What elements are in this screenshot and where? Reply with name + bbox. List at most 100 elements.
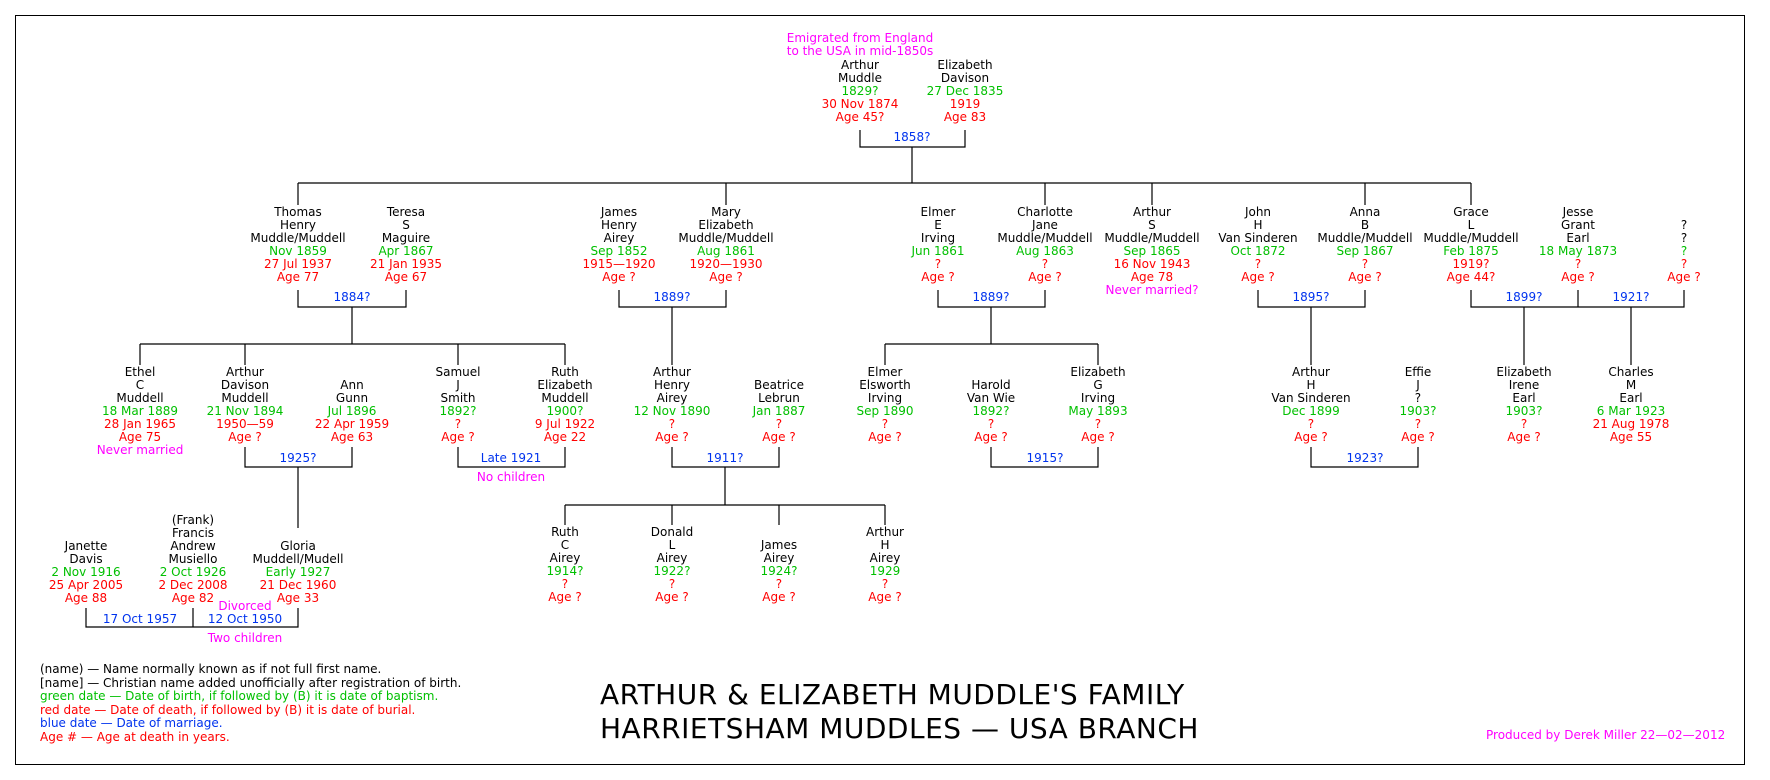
birth-date: 1903?: [1505, 404, 1543, 418]
birth-date: 1922?: [653, 564, 691, 578]
marriage-date-samuel-ruth: Late 1921: [480, 451, 542, 465]
age-at-death: Age ?: [709, 270, 743, 284]
person-name: Grant: [1561, 218, 1595, 232]
death-date: 30 Nov 1874: [821, 97, 899, 111]
person-name: Muddell: [541, 391, 589, 405]
person-unknown-spouse: ? ? ? ? Age ?: [1667, 219, 1700, 284]
person-donald-l-airey: Donald L Airey 1922? ? Age ?: [651, 526, 694, 604]
person-name: H: [880, 538, 890, 552]
person-ann-gunn: Ann Gunn Jul 1896 22 Apr 1959 Age 63: [315, 379, 389, 444]
age-at-death: Age ?: [441, 430, 475, 444]
person-name: Ruth: [551, 525, 579, 539]
death-date: 1919: [949, 97, 981, 111]
person-elmer-elsworth: Elmer Elsworth Irving Sep 1890 ? Age ?: [857, 366, 914, 444]
person-arthur-henry-airey: Arthur Henry Airey 12 Nov 1890 ? Age ?: [634, 366, 711, 444]
person-name: Airey: [763, 551, 795, 565]
birth-date: Aug 1863: [1016, 244, 1074, 258]
person-name: Irene: [1508, 378, 1540, 392]
marriage-date-arthur-elizabeth: 1858?: [893, 130, 931, 144]
legend-item-name-known-as: (name) — Name normally known as if not f…: [40, 662, 382, 676]
age-at-death: Age ?: [868, 590, 902, 604]
age-at-death: Age ?: [1348, 270, 1382, 284]
birth-date: Jun 1861: [911, 244, 965, 258]
person-name: Muddell: [116, 391, 164, 405]
person-name: Muddle/Muddell: [1423, 231, 1519, 245]
person-name: John: [1244, 205, 1272, 219]
person-name: ?: [1414, 391, 1422, 405]
person-name: Arthur: [225, 365, 264, 379]
marriage-date-john-anna: 1895?: [1292, 290, 1330, 304]
person-charlotte-jane: Charlotte Jane Muddle/Muddell Aug 1863 ?…: [997, 206, 1092, 284]
age-at-death: Age ?: [1401, 430, 1435, 444]
legend-item-christian-name: [name] — Christian name added unofficial…: [40, 675, 462, 690]
age-at-death: Age 55: [1609, 430, 1653, 444]
emigration-note: Emigrated from England to the USA in mid…: [787, 32, 934, 58]
person-charles-m-earl: Charles M Earl 6 Mar 1923 21 Aug 1978 Ag…: [1593, 366, 1670, 444]
birth-date: Sep 1865: [1123, 244, 1181, 258]
person-thomas-henry: Thomas Henry Muddle/Muddell Nov 1859 27 …: [250, 206, 345, 284]
person-name: Elsworth: [859, 378, 911, 392]
birth-date: Nov 1859: [269, 244, 327, 258]
birth-date: 1903?: [1399, 404, 1437, 418]
death-date: 1950—59: [216, 417, 274, 431]
person-name: S: [1148, 218, 1156, 232]
death-date: ?: [1094, 417, 1102, 431]
death-date: ?: [881, 417, 889, 431]
person-mary-elizabeth: Mary Elizabeth Muddle/Muddell Aug 1861 1…: [678, 206, 773, 284]
person-name: Irving: [1080, 391, 1116, 405]
birth-date: ?: [1680, 244, 1688, 258]
age-at-death: Age 67: [384, 270, 428, 284]
person-note: Never married: [96, 443, 184, 457]
person-name: G: [1093, 378, 1103, 392]
age-at-death: Age 44?: [1446, 270, 1496, 284]
person-name: Donald: [650, 525, 694, 539]
person-name: Arthur: [866, 525, 904, 539]
person-name: Muddell/Mudell: [252, 552, 344, 566]
person-name: Muddle: [838, 71, 882, 85]
person-name: Elizabeth: [1070, 365, 1126, 379]
age-at-death: Age ?: [974, 430, 1008, 444]
death-date: ?: [775, 417, 783, 431]
birth-date: 21 Nov 1894: [206, 404, 284, 418]
age-at-death: Age ?: [762, 430, 796, 444]
person-frank-musiello: (Frank) Francis Andrew Musiello 2 Oct 19…: [158, 514, 227, 605]
person-name: Elmer: [867, 365, 903, 379]
person-name: Muddle/Muddell: [997, 231, 1093, 245]
marriage-note-divorced: Divorced: [218, 599, 272, 613]
person-name: J: [1416, 378, 1420, 392]
person-harold-van-wie: Harold Van Wie 1892? ? Age ?: [967, 379, 1015, 444]
age-at-death: Age ?: [1294, 430, 1328, 444]
person-name: Muddle/Muddell: [1317, 231, 1413, 245]
age-at-death: Age ?: [1028, 270, 1062, 284]
person-janette-davis: Janette Davis 2 Nov 1916 25 Apr 2005 Age…: [49, 540, 123, 605]
person-grace-l: Grace L Muddle/Muddell Feb 1875 1919? Ag…: [1423, 206, 1518, 284]
death-date: ?: [668, 577, 676, 591]
age-at-death: Age 75: [118, 430, 162, 444]
person-name: Anna: [1349, 205, 1381, 219]
person-name: Mary: [711, 205, 741, 219]
person-name: Lebrun: [758, 391, 800, 405]
death-date: ?: [668, 417, 676, 431]
age-at-death: Age 33: [276, 591, 320, 605]
marriage-date-james-mary: 1889?: [653, 290, 691, 304]
death-date: 28 Jan 1965: [104, 417, 176, 431]
emigration-note-line-2: to the USA in mid-1850s: [786, 44, 934, 58]
person-name: Gunn: [335, 391, 369, 405]
birth-date: Dec 1899: [1282, 404, 1340, 418]
legend: (name) — Name normally known as if not f…: [40, 662, 462, 744]
person-name: Arthur: [840, 58, 879, 72]
death-date: ?: [1574, 257, 1582, 271]
marriage-date-janette-frank: 17 Oct 1957: [102, 612, 178, 626]
person-elmer-irving: Elmer E Irving Jun 1861 ? Age ?: [911, 206, 964, 284]
chart-title-line-2: HARRIETSHAM MUDDLES — USA BRANCH: [600, 712, 1199, 745]
legend-item-blue-date: blue date — Date of marriage.: [40, 716, 223, 730]
birth-date: Sep 1852: [590, 244, 648, 258]
person-name: B: [1360, 218, 1370, 232]
person-name: Elizabeth: [537, 378, 593, 392]
person-samuel-smith: Samuel J Smith 1892? ? Age ?: [436, 366, 481, 444]
person-name: Jesse: [1562, 205, 1594, 219]
legend-item-green-date: green date — Date of birth, if followed …: [40, 689, 439, 703]
birth-date: 2 Nov 1916: [51, 565, 121, 579]
person-name: Davison: [940, 71, 990, 85]
